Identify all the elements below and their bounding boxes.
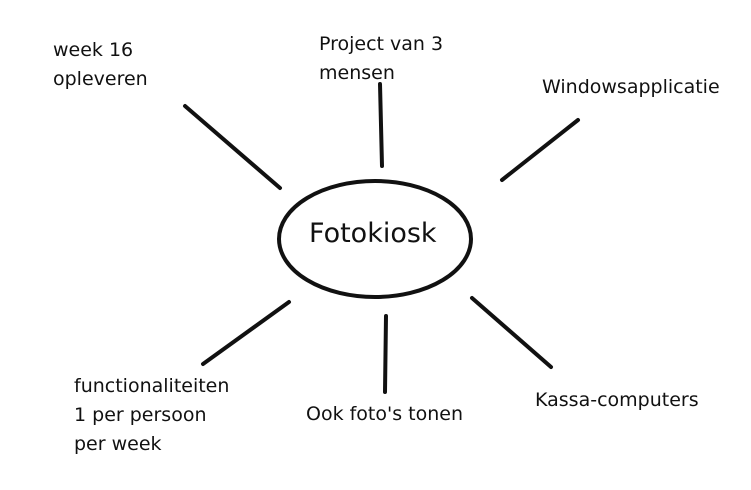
branch-week-16: week 16 opleveren [53,36,148,94]
connector-kassa [470,296,553,369]
branch-project-size: Project van 3 mensen [319,30,443,88]
branch-functionaliteiten: functionaliteiten 1 per persoon per week [74,372,229,459]
branch-fotos: Ook foto's tonen [306,400,463,429]
branch-week-16-line-1: week 16 [53,39,134,61]
branch-functionaliteiten-line-1: functionaliteiten [74,375,230,397]
center-label: Fotokiosk [309,218,437,249]
connector-fotos [383,314,388,394]
branch-functionaliteiten-line-3: per week [74,433,162,455]
connector-week-16 [183,104,282,190]
connector-project-size [378,82,384,168]
connector-windows [500,118,580,182]
branch-week-16-line-2: opleveren [53,68,148,90]
branch-project-size-line-2: mensen [319,62,395,84]
branch-windows: Windowsapplicatie [542,73,720,102]
branch-kassa-line-1: Kassa-computers [535,389,699,411]
connector-functionaliteiten [201,300,291,366]
branch-windows-line-1: Windowsapplicatie [542,76,720,98]
branch-project-size-line-1: Project van 3 [319,33,444,55]
branch-fotos-line-1: Ook foto's tonen [306,403,464,425]
center-ellipse [277,179,473,299]
branch-functionaliteiten-line-2: 1 per persoon [74,404,207,426]
branch-kassa: Kassa-computers [535,386,699,415]
